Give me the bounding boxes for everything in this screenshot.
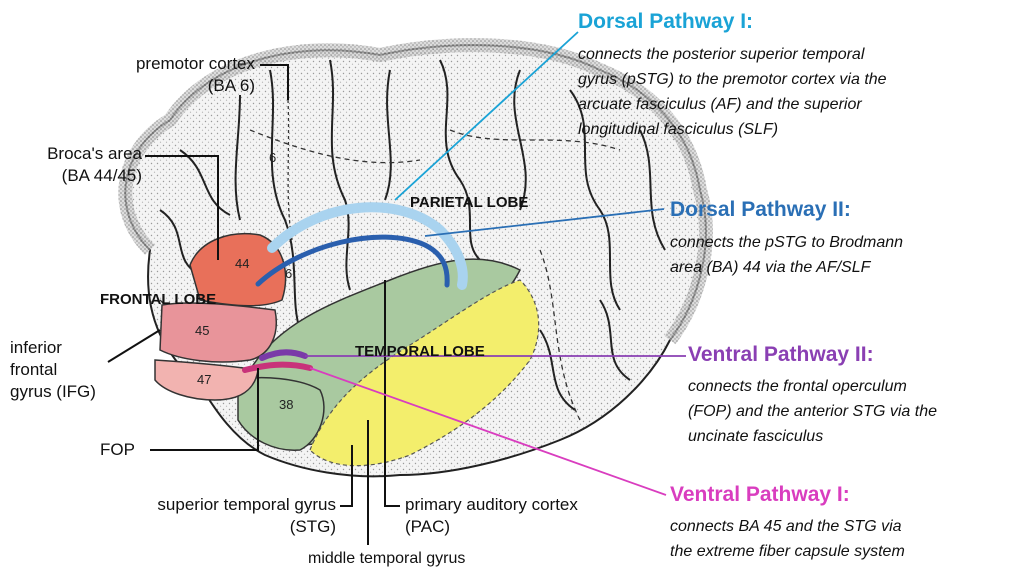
ba45-region <box>160 303 276 362</box>
ba47-number: 47 <box>197 372 211 387</box>
parietal-lobe-label: PARIETAL LOBE <box>410 194 528 211</box>
ventral-1-description: connects BA 45 and the STG via the extre… <box>670 514 905 564</box>
premotor-cortex-line2: (BA 6) <box>100 75 255 97</box>
ifg-line2: frontal <box>10 359 96 381</box>
temporal-lobe-label: TEMPORAL LOBE <box>355 343 485 360</box>
ventral-2-description: connects the frontal operculum (FOP) and… <box>688 374 937 449</box>
dorsal-1-desc-line1: connects the posterior superior temporal <box>578 42 887 67</box>
pac-label: primary auditory cortex (PAC) <box>405 494 578 538</box>
stg-line2: (STG) <box>100 516 336 538</box>
frontal-lobe-label: FRONTAL LOBE <box>100 291 216 308</box>
ventral-2-title: Ventral Pathway II: <box>688 343 874 367</box>
ba38-number: 38 <box>279 397 293 412</box>
brocas-area-label: Broca's area (BA 44/45) <box>10 143 142 187</box>
dorsal-1-title: Dorsal Pathway I: <box>578 10 753 34</box>
dorsal-1-desc-line3: arcuate fasciculus (AF) and the superior <box>578 92 887 117</box>
dorsal-2-desc-line2: area (BA) 44 via the AF/SLF <box>670 255 903 280</box>
ifg-label: inferior frontal gyrus (IFG) <box>10 337 96 403</box>
mtg-label: middle temporal gyrus <box>308 548 465 570</box>
premotor-cortex-line1: premotor cortex <box>100 53 255 75</box>
ifg-line3: gyrus (IFG) <box>10 381 96 403</box>
ventral-2-desc-line1: connects the frontal operculum <box>688 374 937 399</box>
stg-label: superior temporal gyrus (STG) <box>100 494 336 538</box>
brocas-area-line1: Broca's area <box>10 143 142 165</box>
stg-line1: superior temporal gyrus <box>100 494 336 516</box>
ventral-2-desc-line2: (FOP) and the anterior STG via the <box>688 399 937 424</box>
brocas-area-line2: (BA 44/45) <box>10 165 142 187</box>
ventral-1-desc-line2: the extreme fiber capsule system <box>670 539 905 564</box>
pac-line2: (PAC) <box>405 516 578 538</box>
ba6-upper-number: 6 <box>269 150 276 165</box>
premotor-cortex-label: premotor cortex (BA 6) <box>100 53 255 97</box>
dorsal-2-title: Dorsal Pathway II: <box>670 198 851 222</box>
ventral-2-desc-line3: uncinate fasciculus <box>688 424 937 449</box>
dorsal-2-desc-line1: connects the pSTG to Brodmann <box>670 230 903 255</box>
ventral-1-desc-line1: connects BA 45 and the STG via <box>670 514 905 539</box>
dorsal-1-desc-line4: longitudinal fasciculus (SLF) <box>578 117 887 142</box>
dorsal-1-description: connects the posterior superior temporal… <box>578 42 887 142</box>
ifg-line1: inferior <box>10 337 96 359</box>
dorsal-1-desc-line2: gyrus (pSTG) to the premotor cortex via … <box>578 67 887 92</box>
ba6-lower-number: 6 <box>285 266 292 281</box>
ventral-1-title: Ventral Pathway I: <box>670 483 850 507</box>
ba44-number: 44 <box>235 256 249 271</box>
fop-label: FOP <box>100 439 135 461</box>
ba45-number: 45 <box>195 323 209 338</box>
pac-line1: primary auditory cortex <box>405 494 578 516</box>
dorsal-2-description: connects the pSTG to Brodmann area (BA) … <box>670 230 903 280</box>
